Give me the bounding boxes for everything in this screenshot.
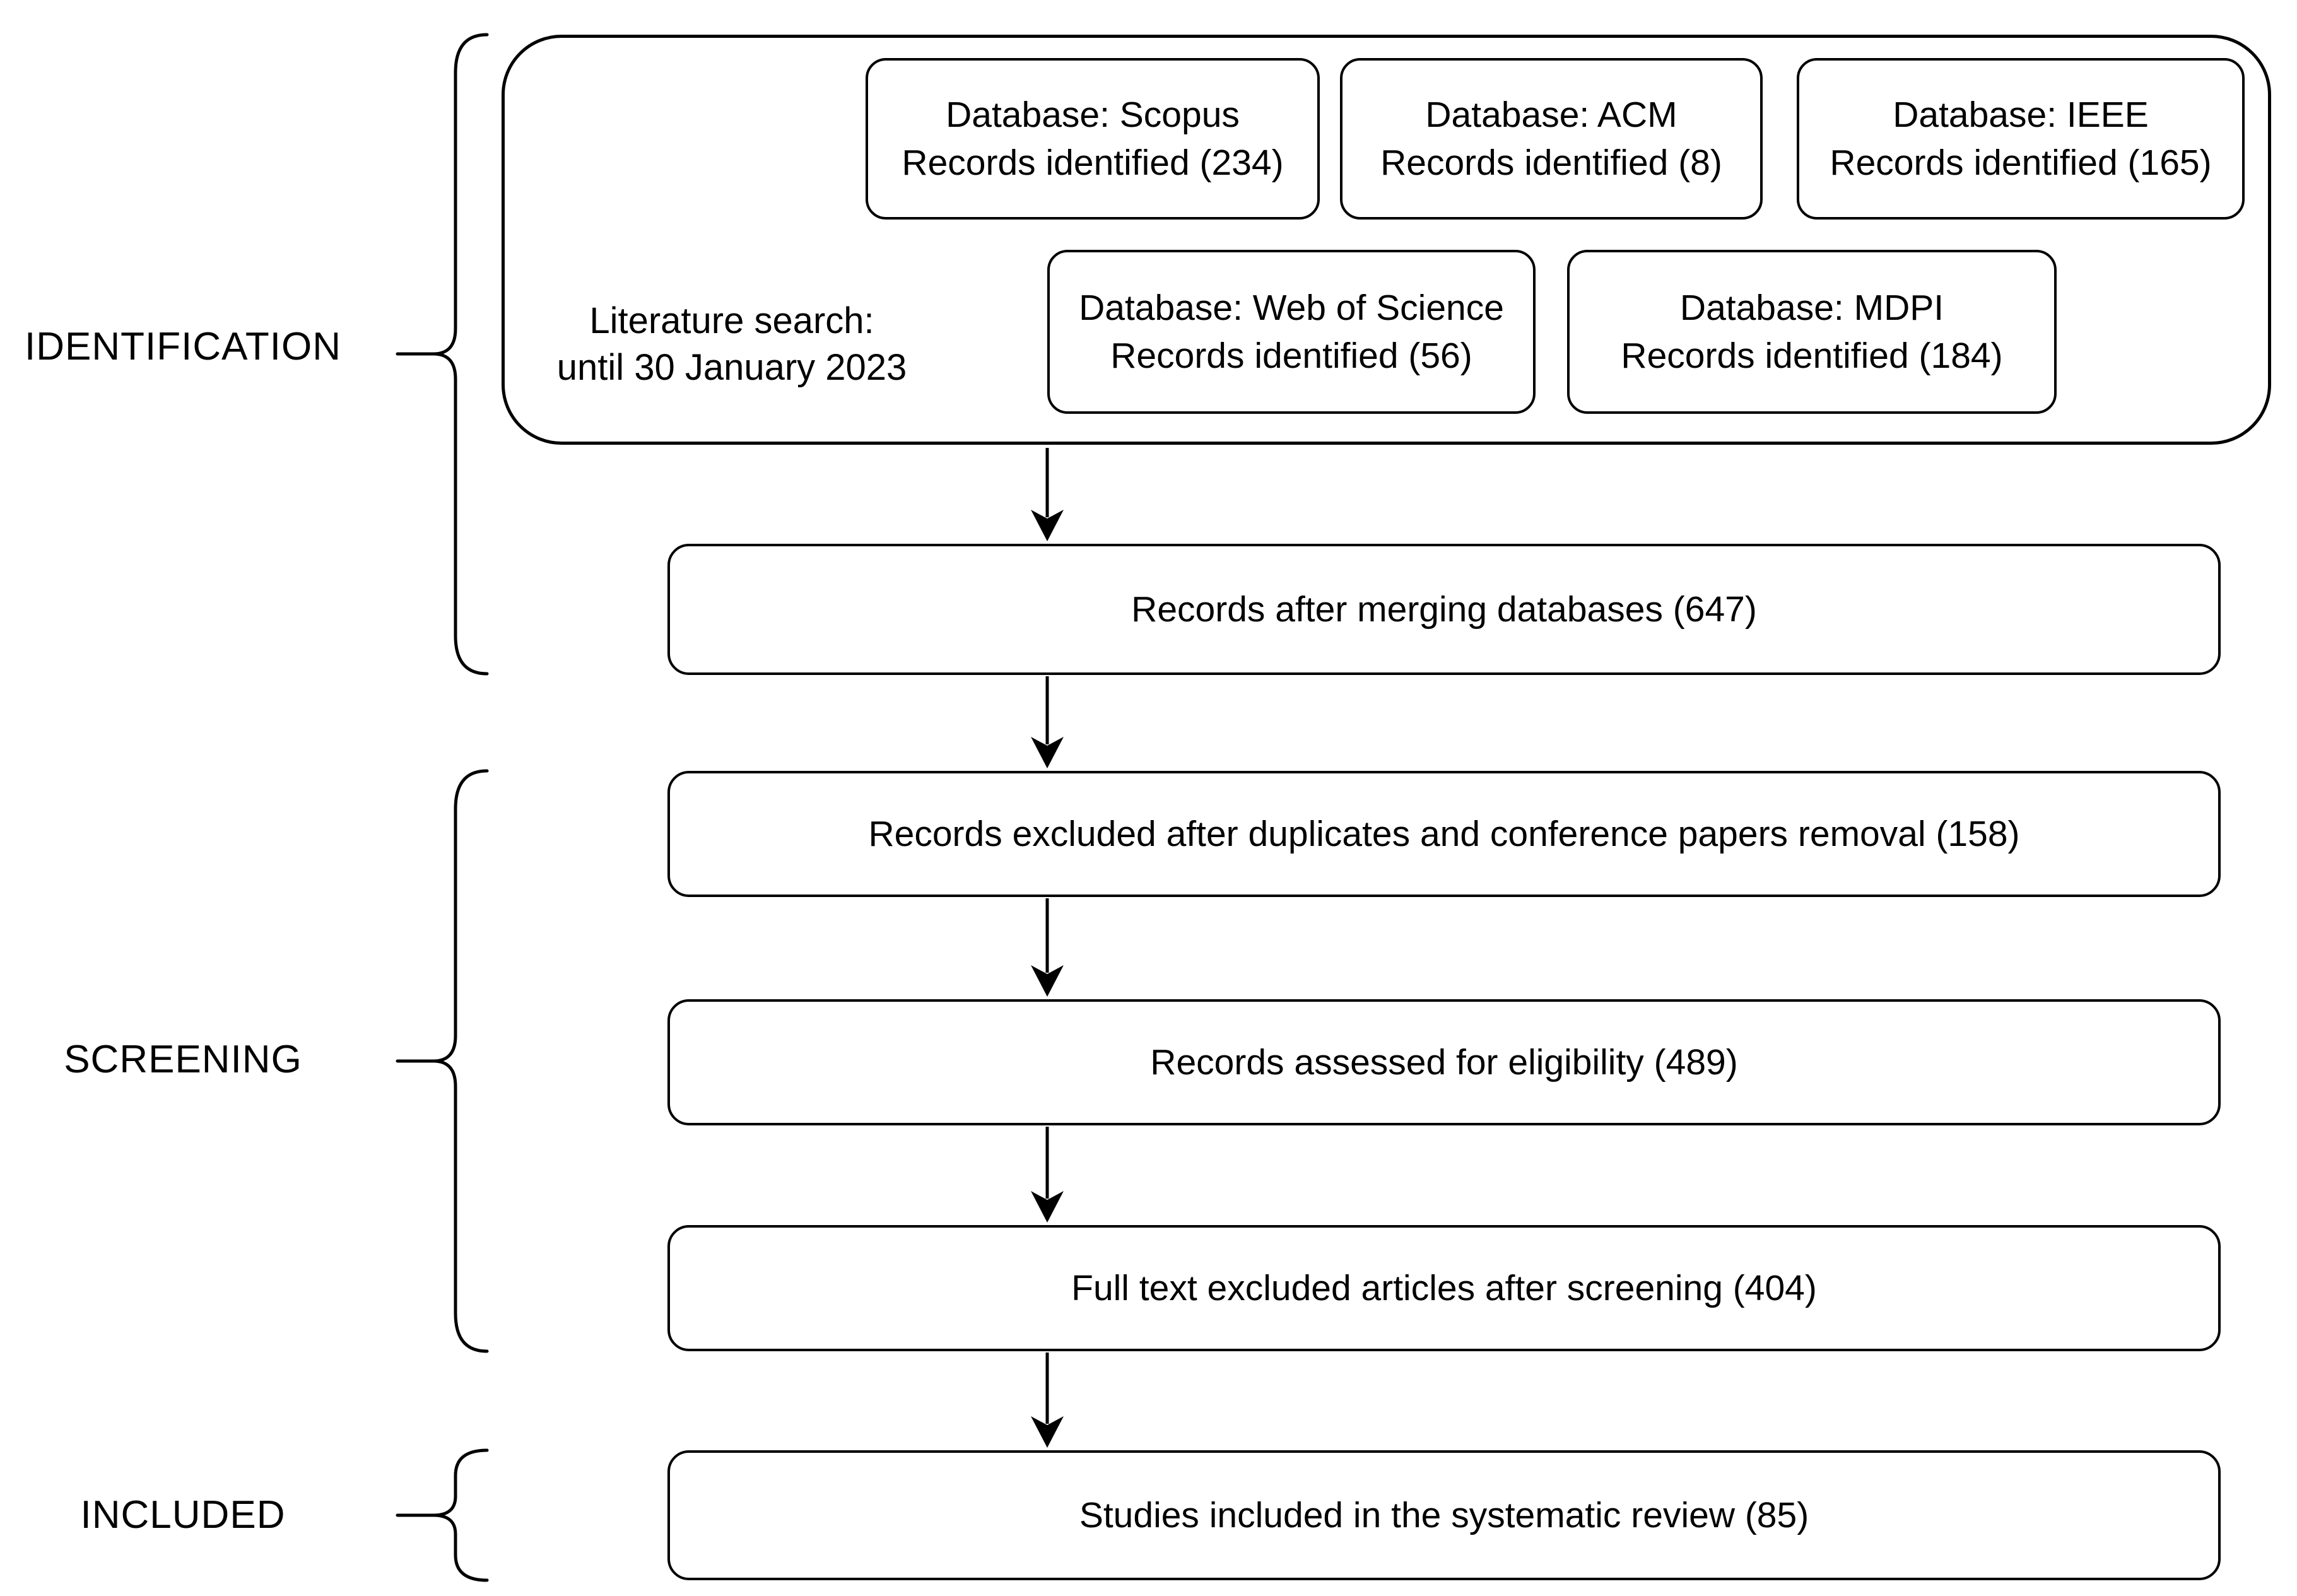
flow-arrow-merging-to-excluded [1031,676,1064,768]
database-box-mdpi: Database: MDPI Records identified (184) [1567,250,2057,414]
included-brace [396,1448,489,1582]
database-box-scopus-line1: Database: Scopus [946,95,1240,135]
flow-arrow-fulltext-to-included [1031,1352,1064,1448]
database-box-acm: Database: ACM Records identified (8) [1340,58,1763,220]
literature-search-line2: until 30 January 2023 [556,347,907,388]
flow-box-records-excluded-duplicates-label: Records excluded after duplicates and co… [868,814,2020,854]
flow-box-fulltext-excluded: Full text excluded articles after screen… [667,1225,2221,1351]
identification-brace [396,33,489,676]
database-box-scopus: Database: Scopus Records identified (234… [866,58,1320,220]
flow-arrow-excluded-to-assessed [1031,898,1064,997]
literature-search-note: Literature search: until 30 January 2023 [536,298,927,391]
database-box-scopus-line2: Records identified (234) [902,143,1284,183]
database-box-web-of-science-line2: Records identified (56) [1110,336,1472,376]
flow-box-studies-included-label: Studies included in the systematic revie… [1079,1495,1809,1535]
database-box-mdpi-line2: Records identified (184) [1621,336,2003,376]
stage-label-identification: IDENTIFICATION [25,325,341,368]
database-box-acm-line1: Database: ACM [1425,95,1677,135]
flow-box-records-merged-label: Records after merging databases (647) [1131,589,1757,630]
database-box-ieee-line1: Database: IEEE [1893,95,2149,135]
flow-arrow-group-to-merging [1031,448,1064,541]
stage-label-screening: SCREENING [64,1038,302,1081]
flow-box-records-assessed-label: Records assessed for eligibility (489) [1150,1042,1738,1083]
literature-search-line1: Literature search: [589,300,874,341]
flow-box-records-excluded-duplicates: Records excluded after duplicates and co… [667,771,2221,897]
flow-box-records-assessed: Records assessed for eligibility (489) [667,999,2221,1125]
database-box-ieee-line2: Records identified (165) [1830,143,2212,183]
flow-box-fulltext-excluded-label: Full text excluded articles after screen… [1071,1268,1817,1308]
flow-arrow-assessed-to-fulltext [1031,1127,1064,1223]
database-box-ieee: Database: IEEE Records identified (165) [1797,58,2245,220]
database-box-mdpi-line1: Database: MDPI [1679,288,1944,328]
database-box-web-of-science-line1: Database: Web of Science [1079,288,1504,328]
stage-label-included: INCLUDED [80,1493,286,1537]
flow-box-studies-included: Studies included in the systematic revie… [667,1450,2221,1580]
identification-group-container [502,35,2271,445]
flow-box-records-merged: Records after merging databases (647) [667,544,2221,675]
screening-brace [396,769,489,1353]
database-box-acm-line2: Records identified (8) [1380,143,1722,183]
database-box-web-of-science: Database: Web of Science Records identif… [1047,250,1536,414]
